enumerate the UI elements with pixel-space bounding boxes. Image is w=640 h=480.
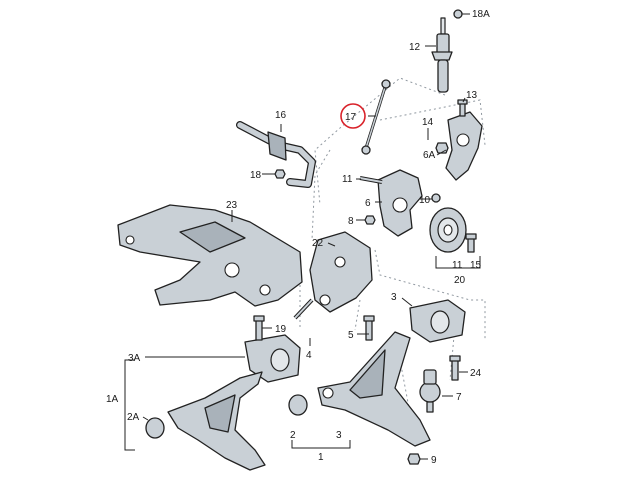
callout-8: 8	[348, 216, 354, 227]
leader-lines	[124, 13, 481, 460]
callout-3-lower: 3	[336, 430, 342, 441]
callout-4: 4	[306, 350, 312, 361]
callout-12: 12	[409, 42, 421, 53]
callout-13: 13	[466, 90, 478, 101]
callout-22: 22	[312, 238, 324, 249]
callout-11-lower: 11	[452, 260, 463, 271]
callout-11-upper: 11	[342, 174, 353, 185]
callout-3A: 3A	[128, 353, 141, 364]
control-arm-left	[167, 371, 266, 471]
highlight-ring	[340, 103, 366, 129]
callout-9: 9	[431, 455, 437, 466]
callout-3-upper: 3	[391, 292, 397, 303]
control-arm-right	[317, 331, 431, 447]
stabilizer-bar-16	[236, 121, 316, 188]
strut-assembly	[431, 17, 453, 93]
subframe-23	[117, 204, 303, 307]
callout-6: 6	[365, 198, 371, 209]
callout-18: 18	[250, 170, 262, 181]
callout-14: 14	[422, 117, 434, 128]
console-bracket-22	[309, 231, 373, 313]
stabilizer-link-17	[361, 79, 391, 155]
callout-2: 2	[290, 430, 296, 441]
callout-19: 19	[275, 324, 287, 335]
wheel-bearing-housing	[377, 111, 483, 237]
callout-10: 10	[419, 195, 431, 206]
callout-1: 1	[318, 452, 324, 463]
callout-6A: 6A	[423, 150, 436, 161]
fasteners	[253, 9, 477, 465]
callout-5: 5	[348, 330, 354, 341]
callout-labels: 18A 12 13 14 6A 16 17 18 11 10 6 8 23 22…	[106, 9, 490, 466]
callout-2A: 2A	[127, 412, 140, 423]
callout-24: 24	[470, 368, 482, 379]
wheel-hub	[429, 207, 467, 253]
assembly-guides	[299, 77, 486, 441]
callout-23: 23	[226, 200, 238, 211]
small-bushings	[145, 394, 308, 439]
callout-7: 7	[456, 392, 462, 403]
callout-16: 16	[275, 110, 287, 121]
bushings	[244, 299, 466, 383]
callout-15: 15	[470, 260, 482, 271]
ball-joint	[419, 369, 441, 413]
callout-1A: 1A	[106, 394, 119, 405]
callout-20: 20	[454, 275, 466, 286]
callout-18A: 18A	[472, 9, 490, 20]
callout-17: 17	[345, 112, 357, 123]
